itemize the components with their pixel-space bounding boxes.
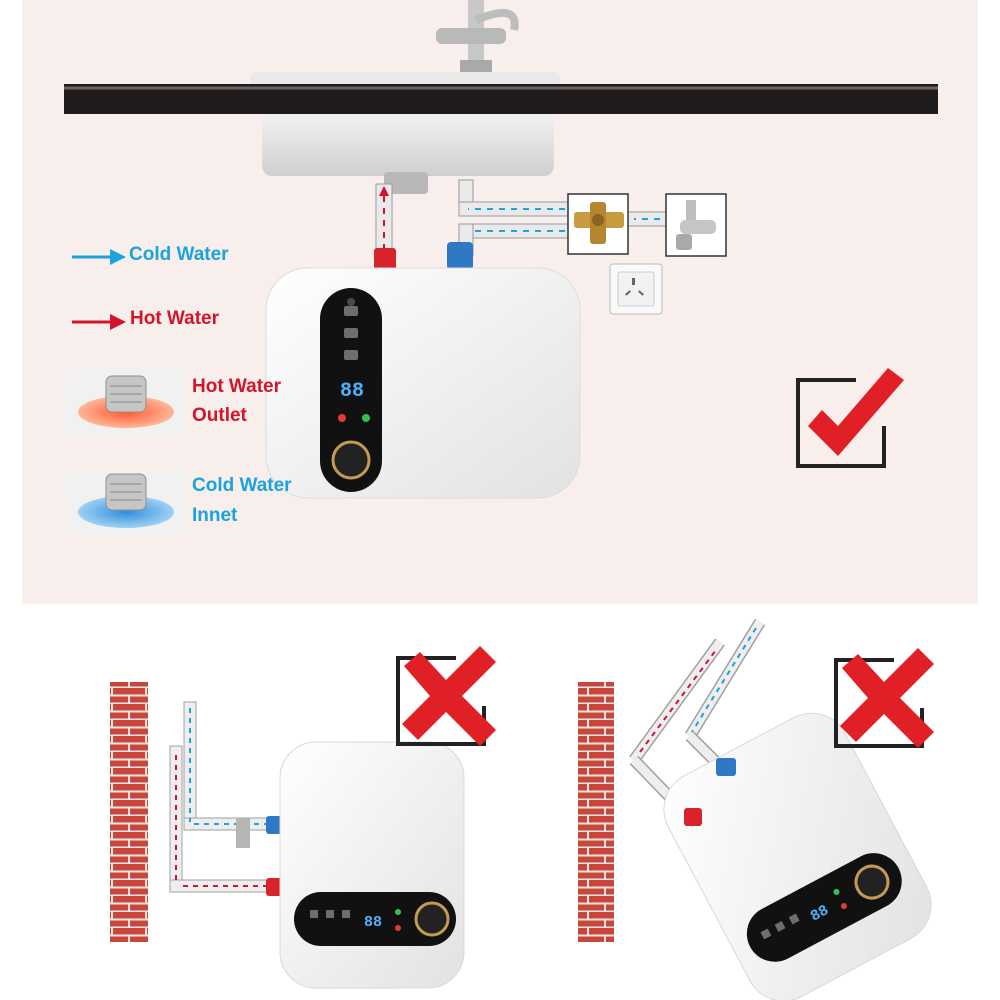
water-heater-correct: 88 (265, 242, 581, 499)
temperature-display-tilted: 88 (808, 902, 832, 925)
check-mark-icon (796, 368, 904, 468)
brick-wall-right (578, 682, 614, 942)
water-heater-tilted: 88 (663, 712, 932, 1000)
cold-inlet-label-line2: Innet (192, 505, 238, 526)
temperature-knob (331, 440, 371, 480)
cold-water-pipe-top (458, 179, 727, 257)
cold-inlet-valve (447, 242, 473, 270)
hot-outlet-valve (374, 248, 396, 270)
hot-water-arrow-icon (72, 314, 126, 330)
angle-valve (665, 193, 727, 257)
temperature-display-left: 88 (364, 914, 382, 931)
cross-mark-icon-right (834, 648, 934, 748)
brick-wall-left (110, 682, 148, 942)
hot-water-legend-label: Hot Water (130, 308, 220, 329)
hot-outlet-label-line1: Hot Water (192, 376, 282, 397)
hot-water-pipe-top (375, 183, 393, 255)
faucet-icon (436, 0, 519, 74)
cold-inlet-photo (66, 470, 186, 534)
sink-basin (250, 72, 560, 194)
temperature-display: 88 (340, 380, 364, 403)
power-socket (609, 263, 663, 315)
cold-inlet-label-line1: Cold Water (192, 475, 292, 496)
pipes-wall-left (169, 701, 275, 893)
brass-tee-connector (567, 193, 629, 255)
water-heater-wall-left: 88 (266, 741, 465, 989)
cold-water-arrow-icon (72, 249, 126, 265)
tilted-heater-valves (684, 758, 736, 826)
cold-water-legend-label: Cold Water (129, 244, 229, 265)
hot-outlet-photo (66, 370, 186, 436)
cross-mark-icon-left (396, 646, 496, 746)
hot-outlet-label-line2: Outlet (192, 405, 247, 426)
